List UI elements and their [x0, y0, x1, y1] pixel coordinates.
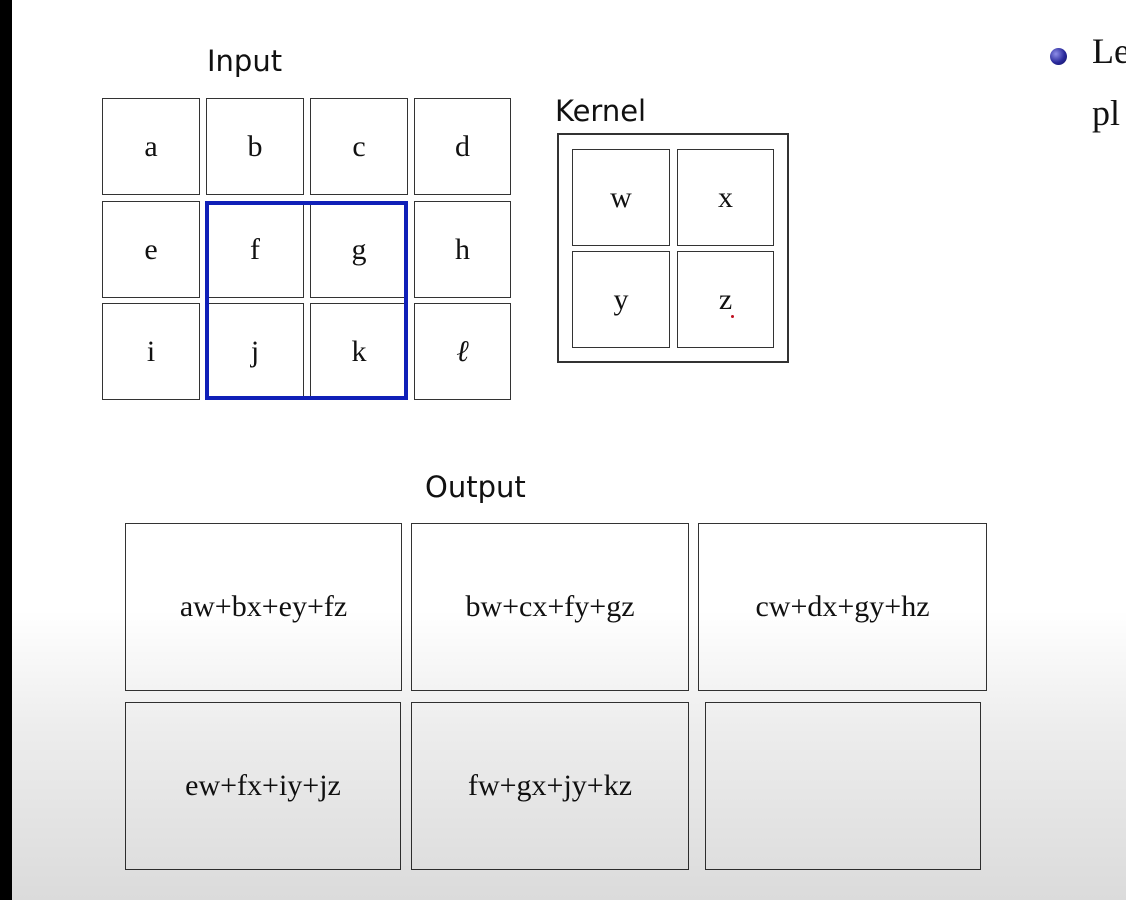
- bullet-text-line-2: pl: [1092, 93, 1121, 133]
- input-cell-e: e: [102, 201, 200, 298]
- output-cell-1-2: bw+cx+fy+gz: [411, 523, 689, 691]
- input-cell-a: a: [102, 98, 200, 195]
- bullet-text-line-1: Le: [1092, 31, 1126, 71]
- output-title: Output: [425, 470, 526, 504]
- input-cell-b: b: [206, 98, 304, 195]
- input-cell-h: h: [414, 201, 511, 298]
- input-cell-c: c: [310, 98, 408, 195]
- input-cell-d: d: [414, 98, 511, 195]
- kernel-cell-x: x: [677, 149, 774, 246]
- output-cell-1-3: cw+dx+gy+hz: [698, 523, 987, 691]
- bullet-icon: [1050, 48, 1067, 65]
- kernel-cell-y: y: [572, 251, 670, 348]
- output-cell-2-1: ew+fx+iy+jz: [125, 702, 401, 870]
- pointer-dot: [731, 315, 734, 318]
- kernel-cell-z: z: [677, 251, 774, 348]
- left-edge-bar: [0, 0, 12, 900]
- kernel-cell-w: w: [572, 149, 670, 246]
- output-cell-1-1: aw+bx+ey+fz: [125, 523, 402, 691]
- kernel-title: Kernel: [555, 94, 647, 128]
- input-cell-j: j: [206, 303, 304, 400]
- input-cell-ell: ℓ: [414, 303, 511, 400]
- input-cell-i: i: [102, 303, 200, 400]
- output-cell-2-2: fw+gx+jy+kz: [411, 702, 689, 870]
- receptive-field-highlight: [205, 201, 408, 400]
- input-cell-g: g: [310, 201, 408, 298]
- input-cell-f: f: [206, 201, 304, 298]
- input-title: Input: [207, 44, 283, 78]
- output-cell-2-3: [705, 702, 981, 870]
- input-cell-k: k: [310, 303, 408, 400]
